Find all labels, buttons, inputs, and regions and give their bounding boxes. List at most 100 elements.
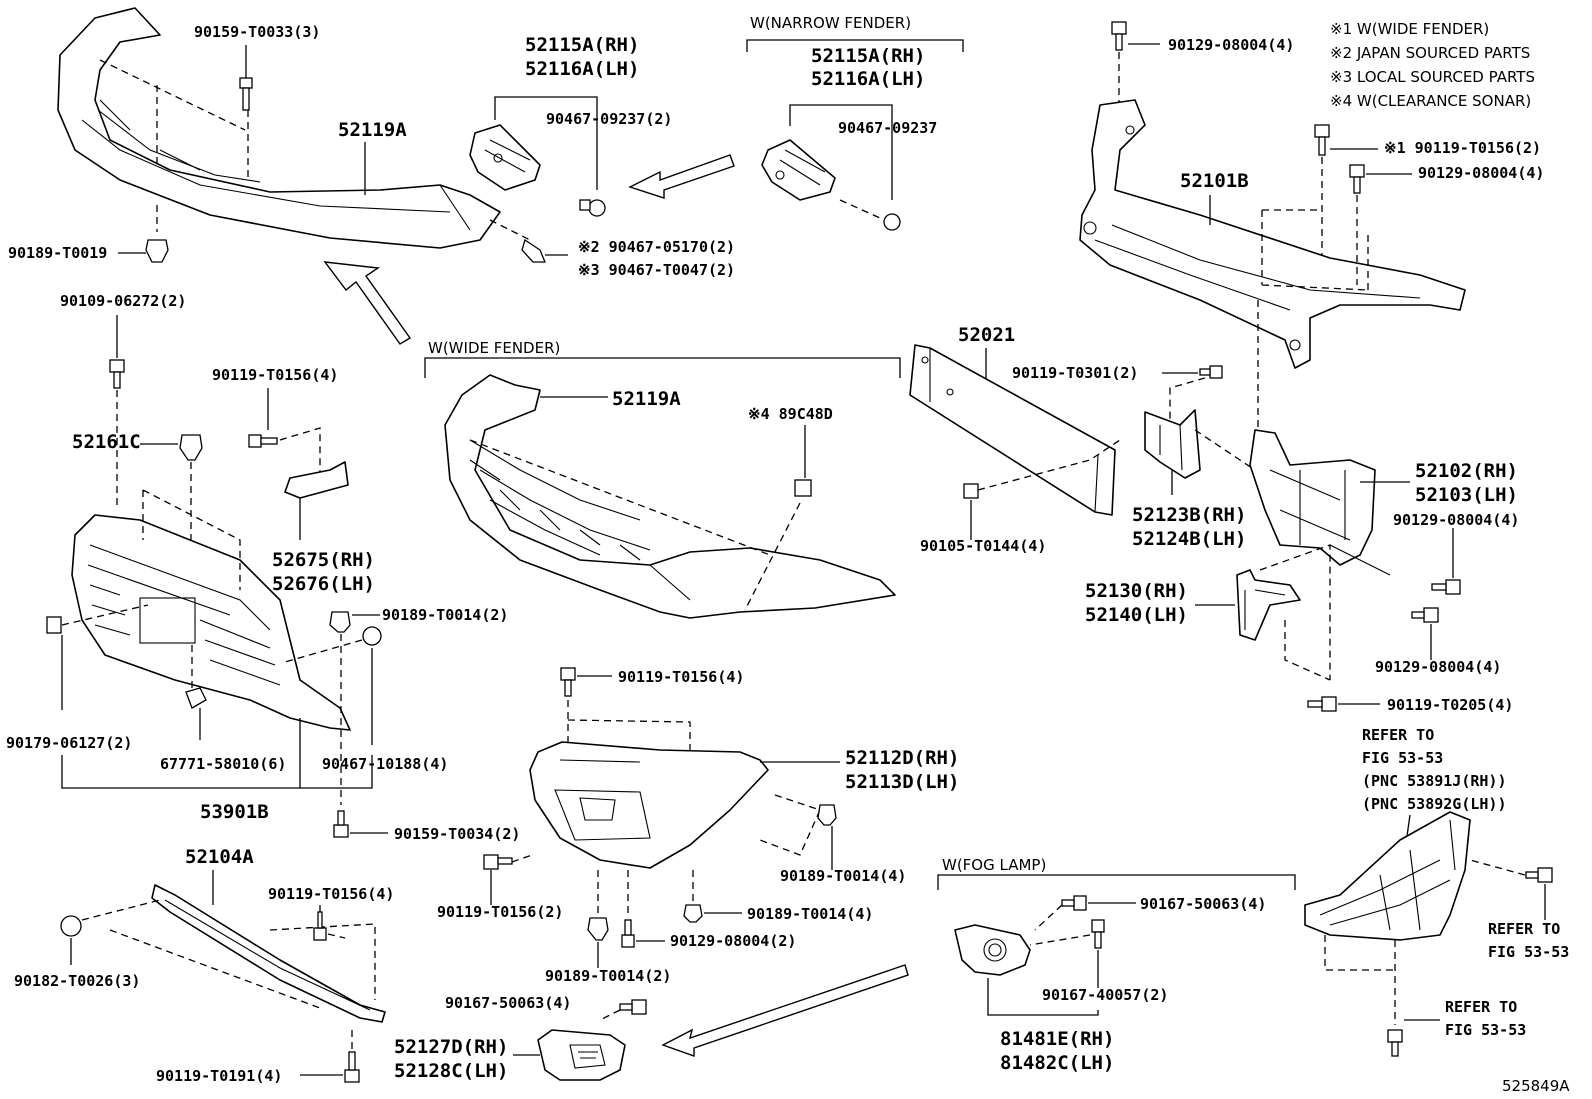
label-90129-08004-mid: 90129-08004(4) <box>1418 164 1544 182</box>
label-52675-rh: 52675(RH) <box>272 549 375 571</box>
liner-dash-frame <box>1324 935 1396 1025</box>
label-fig-2: FIG 53-53 <box>1488 943 1569 961</box>
label-90109-06272: 90109-06272(2) <box>60 292 186 310</box>
bolt-refer-3 <box>1387 1019 1440 1057</box>
bolt-90167-50063-r <box>1034 895 1136 931</box>
label-52124b-lh: 52124B(LH) <box>1132 528 1246 550</box>
label-90167-50063-r: 90167-50063(4) <box>1140 895 1266 913</box>
label-89c48d: ※4 89C48D <box>748 405 833 423</box>
label-52128c-lh: 52128C(LH) <box>394 1060 508 1082</box>
screw-90467-09237-2 <box>579 199 606 217</box>
label-wide-fender: W(WIDE FENDER) <box>428 339 560 357</box>
label-90129-08004-top: 90129-08004(4) <box>1168 36 1294 54</box>
bolt-90129-08004-r2 <box>1411 607 1439 660</box>
label-90159-t0034: 90159-T0034(2) <box>394 825 520 843</box>
clip-90189-t0019 <box>118 239 169 263</box>
label-90167-50063-l: 90167-50063(4) <box>445 994 571 1012</box>
clip-90189-t0014-d <box>587 870 609 968</box>
note-4: ※4 W(CLEARANCE SONAR) <box>1330 92 1531 110</box>
label-90467-t0047: ※3 90467-T0047(2) <box>578 261 735 279</box>
clip-90467-10188 <box>284 626 382 745</box>
side-bracket-left <box>469 124 541 191</box>
bolt-90119-t0205 <box>1307 696 1380 712</box>
label-90119-t0156-bl: 90119-T0156(4) <box>268 885 394 903</box>
reinforcement-dash-frame <box>1261 209 1369 291</box>
clip-52161c <box>140 434 203 575</box>
bracket-fog-lamp <box>937 874 1296 890</box>
bracket-52675 <box>284 461 349 540</box>
bolt-90119-t0301 <box>1162 365 1223 420</box>
label-90189-t0014-a: 90189-T0014(2) <box>382 606 508 624</box>
label-90189-t0014-d: 90189-T0014(2) <box>545 967 671 985</box>
arrow-to-fog-cover <box>661 964 909 1057</box>
bracket-52115a-2 <box>789 104 893 200</box>
clip-90189-t0014-c <box>683 870 742 923</box>
bolt-90105-t0144 <box>963 439 1121 540</box>
wide-bumper-dash-1 <box>469 439 771 556</box>
label-90467-09237-2: 90467-09237(2) <box>546 110 672 128</box>
label-52115a-rh-2: 52115A(RH) <box>811 45 925 67</box>
bolt-90119-t0156-bl <box>313 905 346 941</box>
fastener-90159-t0033 <box>239 45 253 111</box>
bumper-cover-top-leaders <box>99 59 531 241</box>
label-90182-t0026: 90182-T0026(3) <box>14 972 140 990</box>
label-fig-1: FIG 53-53 <box>1362 749 1443 767</box>
label-52116a-lh-2: 52116A(LH) <box>811 68 925 90</box>
label-52021: 52021 <box>958 324 1015 346</box>
label-90467-09237: 90467-09237 <box>838 119 937 137</box>
label-90119-t0156-b2: 90119-T0156(2) <box>437 903 563 921</box>
label-90159-t0033: 90159-T0033(3) <box>194 23 320 41</box>
label-90119-t0301: 90119-T0301(2) <box>1012 364 1138 382</box>
label-pnc-1: (PNC 53891J(RH)) <box>1362 772 1507 790</box>
label-52113d-lh: 52113D(LH) <box>845 771 959 793</box>
label-90467-05170: ※2 90467-05170(2) <box>578 238 735 256</box>
bumper-extension <box>529 741 769 869</box>
label-90119-t0156-mid: 90119-T0156(4) <box>618 668 744 686</box>
label-52115a-rh-1: 52115A(RH) <box>525 34 639 56</box>
label-90467-10188: 90467-10188(4) <box>322 755 448 773</box>
fog-lamp-cover <box>537 1029 626 1081</box>
fog-lamp-bezel <box>954 924 1031 976</box>
bumper-reinforcement <box>1079 99 1466 369</box>
lower-spoiler <box>151 884 386 1023</box>
bolt-90119-t0156-2 <box>1314 124 1378 255</box>
label-refer-1: REFER TO <box>1362 726 1434 744</box>
sonar-89c48d <box>794 425 812 497</box>
bolt-90159-t0034 <box>333 810 388 838</box>
reinforcement-to-bracket-dash <box>1194 300 1259 471</box>
fender-liner <box>1304 811 1471 941</box>
arrow-to-bumper-cover <box>323 261 412 345</box>
label-fog-lamp: W(FOG LAMP) <box>942 856 1046 874</box>
bolt-90129-08004-b <box>621 870 665 948</box>
label-67771-58010: 67771-58010(6) <box>160 755 286 773</box>
label-90189-t0014-c: 90189-T0014(4) <box>747 905 873 923</box>
bracket-52115a-1 <box>494 96 598 190</box>
label-52130-rh: 52130(RH) <box>1085 580 1188 602</box>
arrow-to-side-bracket <box>628 154 735 199</box>
bumper-cover-wide <box>444 374 896 619</box>
label-52127d-rh: 52127D(RH) <box>394 1036 508 1058</box>
bolt-90109-06272 <box>109 315 125 510</box>
bracket-52123b <box>1144 409 1201 495</box>
side-bracket-right <box>761 139 836 201</box>
label-90119-t0205: 90119-T0205(4) <box>1387 696 1513 714</box>
label-90189-t0019: 90189-T0019 <box>8 244 107 262</box>
radiator-grille <box>71 514 351 731</box>
label-52101b: 52101B <box>1180 170 1249 192</box>
label-52676-lh: 52676(LH) <box>272 573 375 595</box>
label-90179-06127: 90179-06127(2) <box>6 734 132 752</box>
note-2: ※2 JAPAN SOURCED PARTS <box>1330 44 1530 62</box>
bolt-90167-40057 <box>1029 919 1105 988</box>
label-90129-08004-b: 90129-08004(2) <box>670 932 796 950</box>
grille-dash-frame <box>142 489 241 590</box>
label-90129-08004-r1: 90129-08004(4) <box>1393 511 1519 529</box>
label-90119-t0191: 90119-T0191(4) <box>156 1067 282 1085</box>
bumper-cover-top <box>57 7 501 249</box>
label-90129-08004-r2: 90129-08004(4) <box>1375 658 1501 676</box>
clip-90189-t0014-b <box>817 804 837 870</box>
label-90119-t0156-2: ※1 90119-T0156(2) <box>1384 139 1541 157</box>
license-plate-bracket <box>909 344 1116 516</box>
label-90189-t0014-b: 90189-T0014(4) <box>780 867 906 885</box>
label-52119a-mid: 52119A <box>612 388 681 410</box>
